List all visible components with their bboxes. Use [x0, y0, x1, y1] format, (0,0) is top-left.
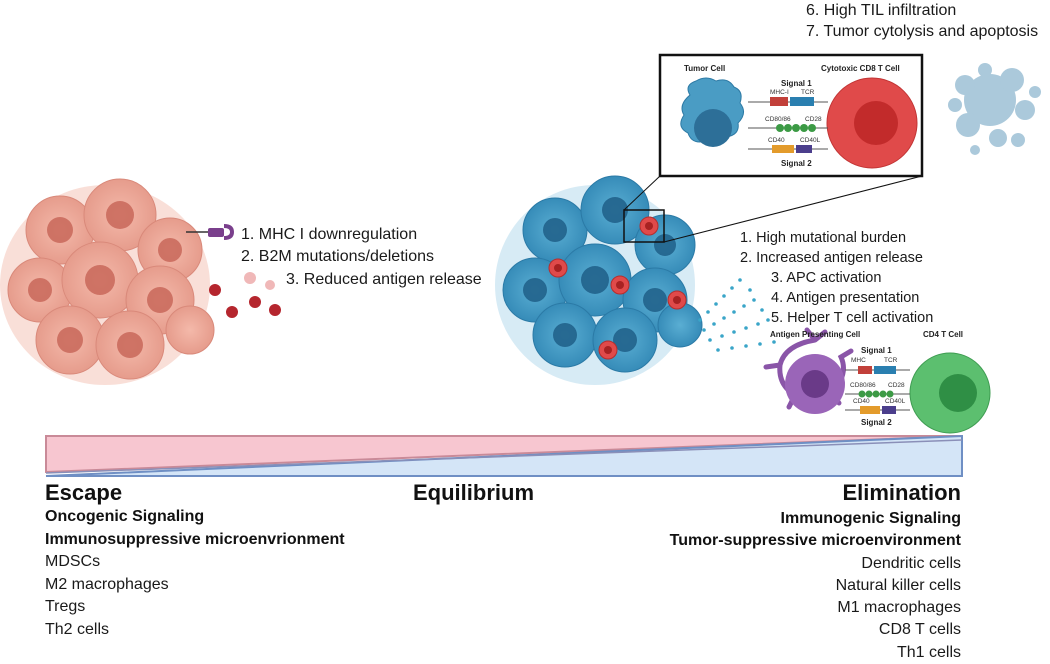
apc-signal1-label: Signal 1 [861, 346, 892, 355]
apc-label: Antigen Presenting Cell [770, 330, 861, 339]
elim-bold-0: Immunogenic Signaling [780, 510, 961, 527]
mhc-i-label: MHC-I [770, 89, 789, 96]
signal2-label: Signal 2 [781, 159, 812, 168]
apc-cd40-label: CD40 [853, 398, 870, 405]
escape-item-0: MDSCs [45, 553, 101, 570]
phase-elimination: Elimination [842, 480, 961, 505]
escape-bold-0: Oncogenic Signaling [45, 508, 205, 525]
elim-item-0: Dendritic cells [861, 554, 961, 572]
elim-item-4: Th1 cells [896, 643, 961, 661]
tcr-label: TCR [801, 89, 815, 96]
step-3: 3. APC activation [771, 270, 882, 286]
cd80-label: CD80/86 [765, 116, 791, 123]
escape-mechanism-2: 2. B2M mutations/deletions [241, 248, 434, 265]
escape-item-3: Th2 cells [45, 620, 110, 638]
elimination-factors: Immunogenic Signaling Tumor-suppressive … [670, 508, 961, 664]
step-5: 5. Helper T cell activation [771, 310, 934, 326]
escape-factors: Oncogenic Signaling Immunosuppressive mi… [45, 506, 345, 641]
apc-mhc-label: MHC [851, 357, 866, 364]
step-6: 6. High TIL infiltration [806, 2, 957, 19]
cd8-inset [658, 53, 924, 178]
escape-mechanism-3: 3. Reduced antigen release [286, 271, 482, 288]
apc-cd40l-label: CD40L [885, 398, 906, 405]
apc-cd4-panel [763, 327, 991, 434]
apc-tcr-label: TCR [884, 357, 898, 364]
apoptotic-tumor-cells [948, 63, 1041, 155]
escape-elimination-gradient [45, 434, 963, 477]
escape-mechanism-1: 1. MHC I downregulation [241, 226, 418, 243]
apc-signal2-label: Signal 2 [861, 418, 892, 427]
elim-bold-1: Tumor-suppressive microenvironment [669, 532, 961, 550]
signal1-label: Signal 1 [781, 79, 812, 88]
apc-cd28-label: CD28 [888, 382, 905, 389]
escape-item-1: M2 macrophages [45, 575, 169, 593]
cd8-tcell-label: Cytotoxic CD8 T Cell [821, 64, 900, 73]
step-2: 2. Increased antigen release [740, 250, 923, 266]
cd28-label: CD28 [805, 116, 822, 123]
elimination-steps-top: 6. High TIL infiltration 7. Tumor cytoly… [806, 0, 1038, 42]
escape-item-2: Tregs [45, 598, 86, 615]
escape-antigens [209, 272, 281, 318]
apc-cd80-label: CD80/86 [850, 382, 876, 389]
elim-item-2: M1 macrophages [837, 599, 961, 617]
step-7: 7. Tumor cytolysis and apoptosis [806, 23, 1039, 40]
escape-tumor-cluster [0, 178, 235, 385]
phase-equilibrium: Equilibrium [413, 480, 534, 505]
released-antigens [698, 278, 776, 352]
step-4: 4. Antigen presentation [771, 290, 920, 306]
cd40-label: CD40 [768, 137, 785, 144]
step-1: 1. High mutational burden [740, 230, 907, 246]
elim-item-3: CD8 T cells [878, 621, 961, 639]
cd40l-label: CD40L [800, 137, 821, 144]
escape-bold-1: Immunosuppressive microenvrionment [45, 530, 345, 548]
elimination-tumor-cluster [495, 175, 703, 385]
cd4-tcell-label: CD4 T Cell [923, 330, 964, 339]
elim-item-1: Natural killer cells [835, 576, 961, 594]
elimination-steps: 1. High mutational burden 2. Increased a… [740, 228, 933, 328]
phase-escape: Escape [45, 480, 123, 505]
tumor-cell-label: Tumor Cell [684, 64, 726, 73]
